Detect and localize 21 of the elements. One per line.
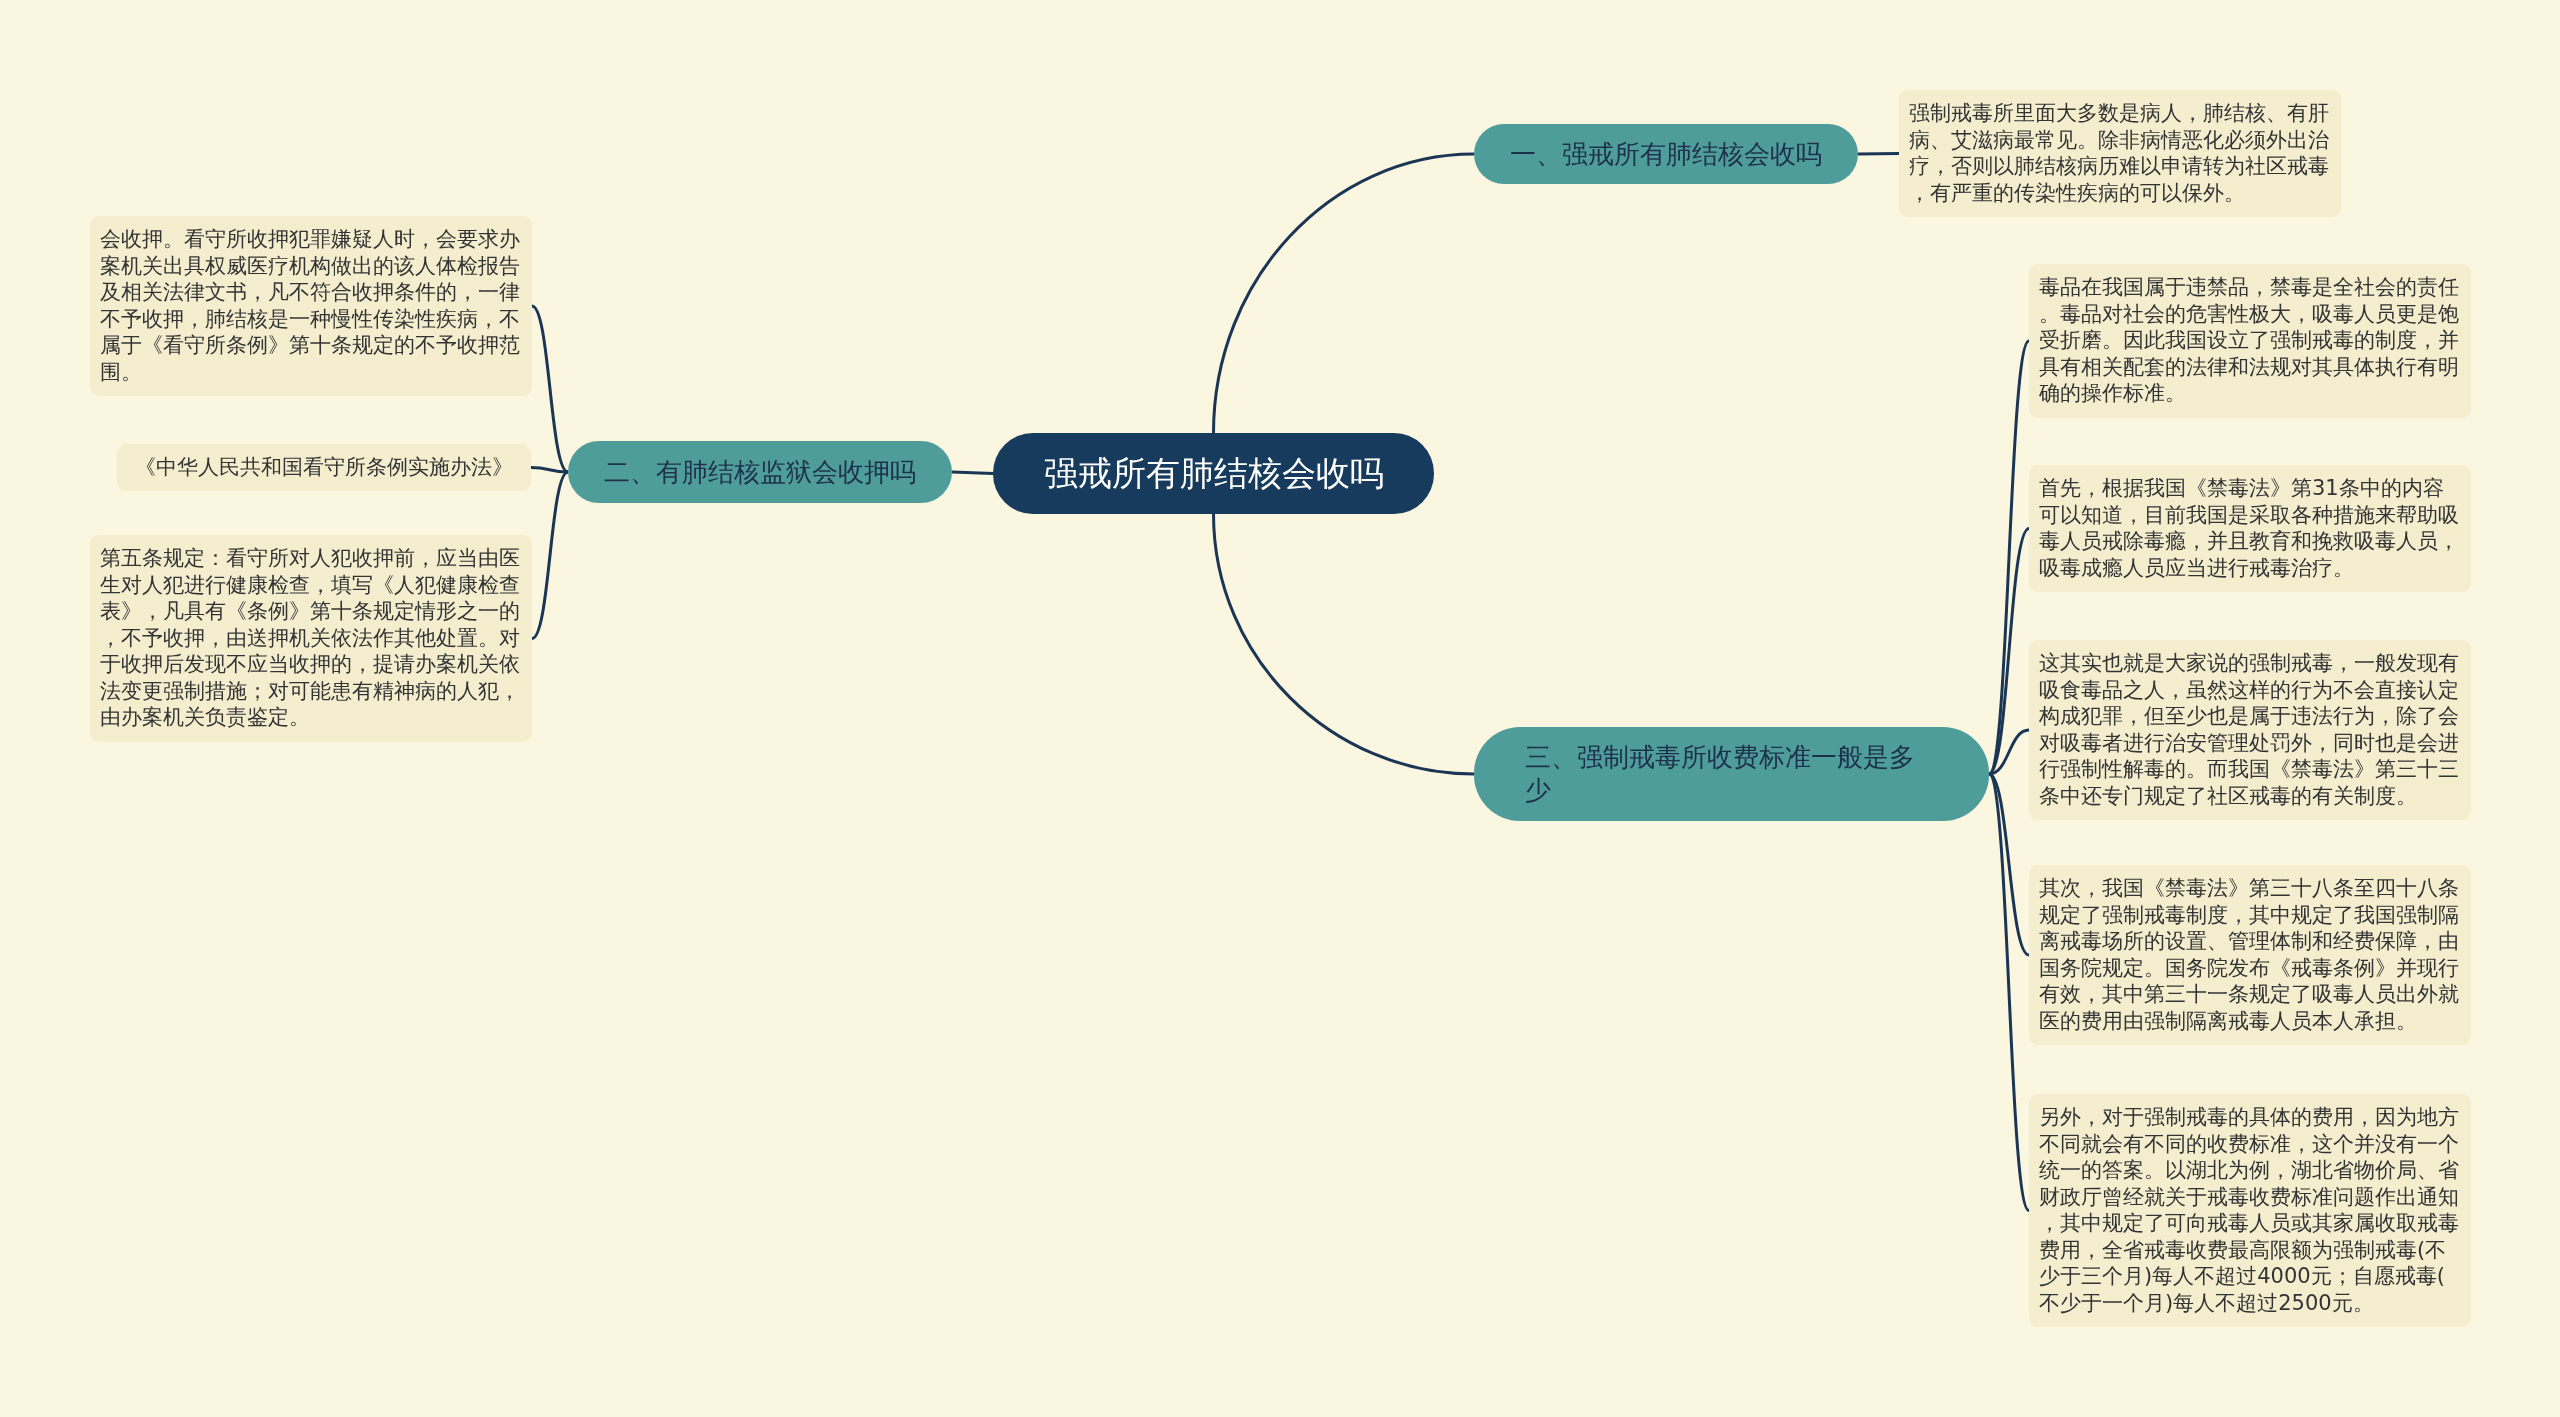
connector-line [951, 470, 994, 475]
connector-line [1212, 152, 1475, 434]
connector-line [531, 470, 569, 640]
note-box: 毒品在我国属于违禁品，禁毒是全社会的责任。毒品对社会的危害性极大，吸毒人员更是饱受折磨。因此我国设立了强制戒毒的制度，并具有相关配套的法律和法规对其具体执行有明确的操作标准。 [2029, 264, 2471, 418]
connector-line [1987, 340, 2031, 775]
note-box: 另外，对于强制戒毒的具体的费用，因为地方不同就会有不同的收费标准，这个并没有一个统一的答案。以湖北为例，湖北省物价局、省财政厅曾经就关于戒毒收费标准问题作出通知，其中规定了可向戒毒人员或其家属收取戒毒费用，全省戒毒收费最高限额为强制戒毒(不少于三个月)每人不超过4000元；自愿戒毒(不少于一个月)每人不超过2500元。 [2029, 1094, 2471, 1327]
note-box: 第五条规定：看守所对人犯收押前，应当由医生对人犯进行健康检查，填写《人犯健康检查表》，凡具有《条例》第十条规定情形之一的，不予收押，由送押机关依法作其他处置。对于收押后发现不应当收押的，提请办案机关依法变更强制措施；对可能患有精神病的人犯，由办案机关负责鉴定。 [90, 535, 532, 742]
branch-box: 三、强制戒毒所收费标准一般是多少 [1474, 727, 1989, 821]
connector-line [1857, 152, 1900, 156]
note-box: 其次，我国《禁毒法》第三十八条至四十八条规定了强制戒毒制度，其中规定了我国强制隔离戒毒场所的设置、管理体制和经费保障，由国务院规定。国务院发布《戒毒条例》并现行有效，其中第三十一条规定了吸毒人员出外就医的费用由强制隔离戒毒人员本人承担。 [2029, 865, 2471, 1045]
note-box: 首先，根据我国《禁毒法》第31条中的内容可以知道，目前我国是采取各种措施来帮助吸毒人员戒除毒瘾，并且教育和挽救吸毒人员，吸毒成瘾人员应当进行戒毒治疗。 [2029, 465, 2471, 592]
note-box: 强制戒毒所里面大多数是病人，肺结核、有肝病、艾滋病最常见。除非病情恶化必须外出治疗，否则以肺结核病历难以申请转为社区戒毒，有严重的传染性疾病的可以保外。 [1899, 90, 2341, 217]
note-box: 会收押。看守所收押犯罪嫌疑人时，会要求办案机关出具权威医疗机构做出的该人体检报告及相关法律文书，凡不符合收押条件的，一律不予收押，肺结核是一种慢性传染性疾病，不属于《看守所条例》第十条规定的不予收押范围。 [90, 216, 532, 396]
note-box: 这其实也就是大家说的强制戒毒，一般发现有吸食毒品之人，虽然这样的行为不会直接认定构成犯罪，但至少也是属于违法行为，除了会对吸毒者进行治安管理处罚外，同时也是会进行强制性解毒的。而我国《禁毒法》第三十三条中还专门规定了社区戒毒的有关制度。 [2029, 640, 2471, 820]
note-box: 《中华人民共和国看守所条例实施办法》 [117, 444, 531, 491]
connector-line [1987, 773, 2031, 1212]
connector-line [1212, 513, 1475, 776]
branch-box: 二、有肺结核监狱会收押吗 [568, 441, 952, 503]
branch-box: 一、强戒所有肺结核会收吗 [1474, 124, 1858, 184]
connector-line [1988, 772, 2030, 957]
topic-box: 强戒所有肺结核会收吗 [993, 433, 1434, 514]
